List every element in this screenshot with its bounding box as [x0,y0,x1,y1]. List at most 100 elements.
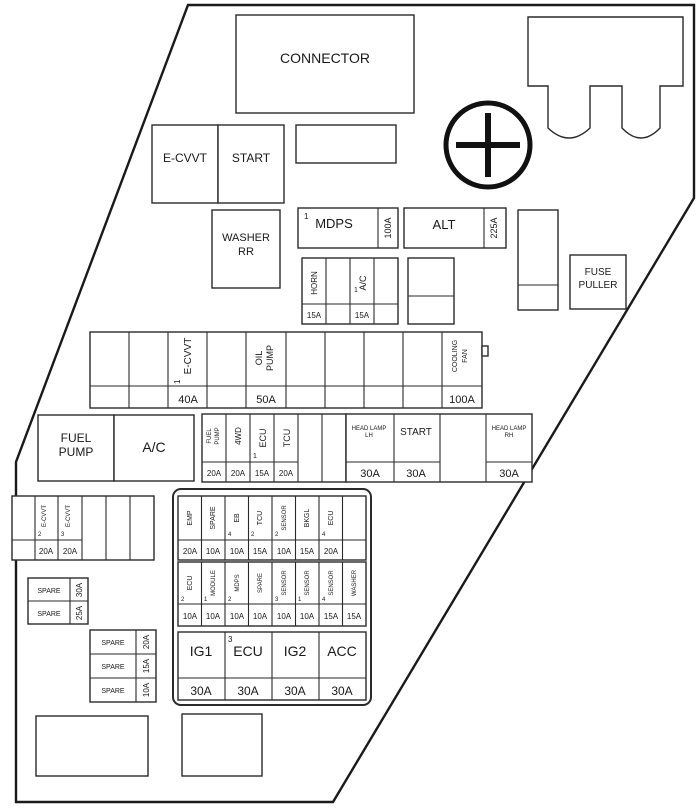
ecu3-num: 3 [228,635,233,644]
fuse-puller-label-2: PULLER [579,280,618,291]
relay-row-ignition [177,631,367,701]
row1-ecu-label: ECU [328,511,335,526]
ig2-amp: 30A [284,684,305,698]
big-e-cvvt-label: E-CVVT [183,338,194,375]
spare-fuse-pair-left [27,577,89,625]
row2-spare-label: SPARE [258,573,264,593]
row2-module-label: MODULE [211,570,217,596]
head-lamp-lh-label-2: LH [365,433,373,439]
empty-slot-bottom-left [35,715,149,777]
row1-eb-num: 4 [228,532,232,538]
connector-label: CONNECTOR [280,50,370,66]
relay-e-cvvt [151,124,219,204]
big-e-cvvt-amp: 40A [178,394,198,406]
mini-4wd-label: 4WD [234,427,243,445]
row1-sensor-label: SENSOR [282,505,288,531]
row2-sensor4-label: SENSOR [329,570,335,596]
relay-row-lamps [345,413,533,483]
spare-20-label: SPARE [101,640,125,647]
cooling-fan-amp: 100A [449,394,475,406]
mdps-label: MDPS [315,216,353,231]
fuse-puller-label-1: FUSE [585,267,612,278]
horn-label: HORN [310,271,319,295]
fuse-row-2 [177,561,367,627]
fuse-mdps [297,207,399,249]
mini-fuel-pump-label-1: FUEL [207,428,213,444]
relay-start-top [217,124,285,204]
row2-module-num: 1 [204,597,208,603]
ig2-label: IG2 [284,643,307,659]
row1-tcu-label: TCU [257,511,264,525]
mini-fuel-pump-amp: 20A [207,469,222,478]
alt-amp: 225A [489,217,499,238]
spare-30-label: SPARE [37,588,61,595]
mini-ecu-amp: 15A [255,469,270,478]
left-e-cvvt-2-label: E-CVVT [42,505,48,527]
row1-eb-label: EB [234,513,241,523]
relay-start-top-label: START [232,151,271,165]
row2-sensor4-num: 4 [322,597,326,603]
mini-tcu-label: TCU [282,429,292,448]
mini-4wd-amp: 20A [231,469,246,478]
ig1-label: IG1 [190,643,213,659]
spare-25-amp: 25A [75,605,84,620]
start-relay-amp: 30A [406,468,426,480]
ac-small-amp: 15A [355,311,370,320]
row1-sensor-amp: 10A [277,547,292,556]
acc-amp: 30A [331,684,352,698]
ig1-amp: 30A [190,684,211,698]
acc-label: ACC [327,643,357,659]
ac-relay-label: A/C [142,439,165,455]
head-lamp-lh-label-1: HEAD LAMP [352,426,387,432]
row2-sensor3-label: SENSOR [282,570,288,596]
relay-e-cvvt-label: E-CVVT [163,151,208,165]
head-lamp-rh-label-2: RH [505,433,514,439]
left-e-cvvt-3-num: 3 [61,532,65,538]
relay-washer-rr [211,209,281,289]
row2-spare-amp: 10A [253,612,268,621]
row2-mdps-amp: 10A [230,612,245,621]
ac-small-num: 1 [354,287,358,294]
relay-ac [113,414,195,482]
left-e-cvvt-3-amp: 20A [63,547,78,556]
washer-rr-label-2: RR [238,246,254,258]
row2-sensor3-num: 3 [275,597,279,603]
left-e-cvvt-3-label: E-CVVT [66,505,72,527]
row1-ecu-num: 4 [322,532,326,538]
fuel-pump-label-1: FUEL [61,431,92,445]
ecu3-label: ECU [233,643,263,659]
spare-10-amp: 10A [142,682,151,697]
mini-fuel-pump-label-2: PUMP [215,427,221,444]
left-e-cvvt-2-num: 2 [38,532,42,538]
cooling-fan-label-1: COOLING [452,340,459,372]
fuel-pump-label-2: PUMP [59,445,94,459]
oil-pump-label-2: PUMP [265,345,275,371]
mdps-num: 1 [304,212,309,221]
empty-slot-tall [517,209,559,311]
row1-tcu-num: 2 [251,532,255,538]
cooling-fan-label-2: FAN [462,349,469,363]
row2-sensor1-amp: 10A [300,612,315,621]
washer-rr-label-1: WASHER [222,232,270,244]
row2-module-amp: 10A [206,612,221,621]
start-relay-label: START [400,427,432,438]
empty-slot-top [295,124,397,164]
large-fuse-row [89,331,489,409]
row1-ecu-amp: 20A [324,547,339,556]
row2-washer-amp: 15A [347,612,362,621]
fuse-alt [403,207,507,249]
horn-amp: 15A [307,311,322,320]
big-e-cvvt-num: 1 [173,379,182,384]
spare-20-amp: 20A [142,634,151,649]
spare-15-amp: 15A [142,658,151,673]
alt-label: ALT [433,217,456,232]
small-fuse-row-top [301,257,399,325]
left-e-cvvt-2-amp: 20A [39,547,54,556]
head-lamp-lh-amp: 30A [360,468,380,480]
row1-spare-amp: 10A [206,547,221,556]
empty-slot-bottom-right [181,713,263,777]
connector-block [235,14,415,114]
fuse-row-1 [177,495,367,561]
oil-pump-amp: 50A [256,394,276,406]
